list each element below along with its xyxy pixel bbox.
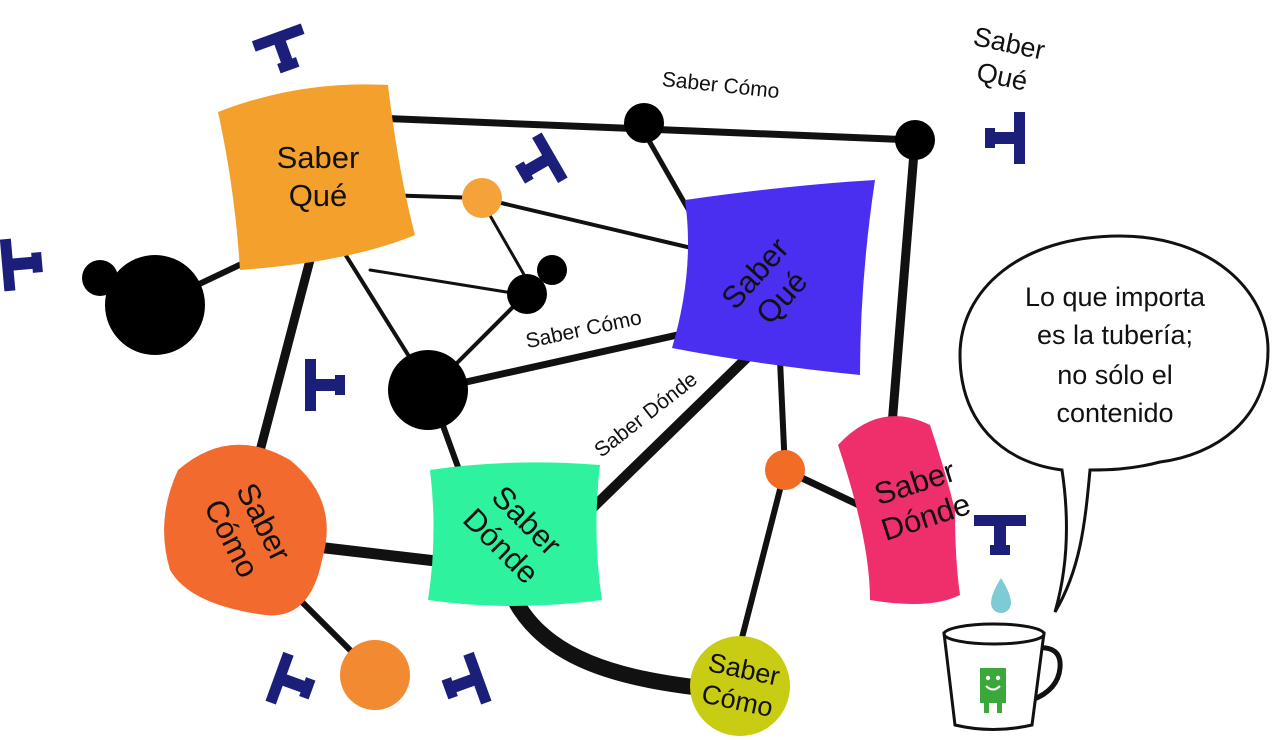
node-green-saber-donde: Saber Dónde — [428, 462, 602, 606]
tap-icon — [436, 651, 492, 715]
bubble-line: contenido — [1056, 398, 1173, 428]
tap-icon — [0, 236, 45, 292]
tap-icon — [507, 132, 568, 198]
cup-icon — [942, 622, 1063, 731]
node-plain-saber-que: Saber Qué — [971, 21, 1048, 97]
tap-icon — [251, 23, 315, 79]
junction-nodes — [82, 103, 935, 430]
node-label: Qué — [974, 57, 1030, 97]
node-orange-saber-que: Saber Qué — [218, 84, 415, 270]
bubble-line: es la tubería; — [1037, 320, 1193, 350]
node-red-saber-como: Saber Cómo — [164, 444, 327, 616]
edge-label: Saber Cómo — [661, 68, 781, 103]
node-pink-saber-donde: Saber Dónde — [838, 416, 975, 604]
small-orange-node — [340, 640, 410, 710]
tap-icon — [305, 359, 345, 411]
node-yellow-saber-como: Saber Cómo — [690, 636, 790, 736]
node-blue-saber-que: Saber Qué — [672, 180, 875, 375]
bubble-line: no sólo el — [1057, 360, 1173, 390]
speech-bubble: Lo que importa es la tubería; no sólo el… — [958, 234, 1270, 613]
small-orange-node — [462, 178, 502, 218]
bubble-line: Lo que importa — [1025, 282, 1206, 312]
smiley-logo-icon — [980, 668, 1006, 713]
node-label: Saber — [277, 140, 360, 175]
water-drop-icon — [991, 578, 1011, 613]
small-orange-node — [765, 450, 805, 490]
tap-icon — [265, 651, 321, 715]
node-label: Qué — [289, 178, 348, 213]
tap-icon — [974, 515, 1026, 555]
tap-icon — [985, 112, 1025, 164]
